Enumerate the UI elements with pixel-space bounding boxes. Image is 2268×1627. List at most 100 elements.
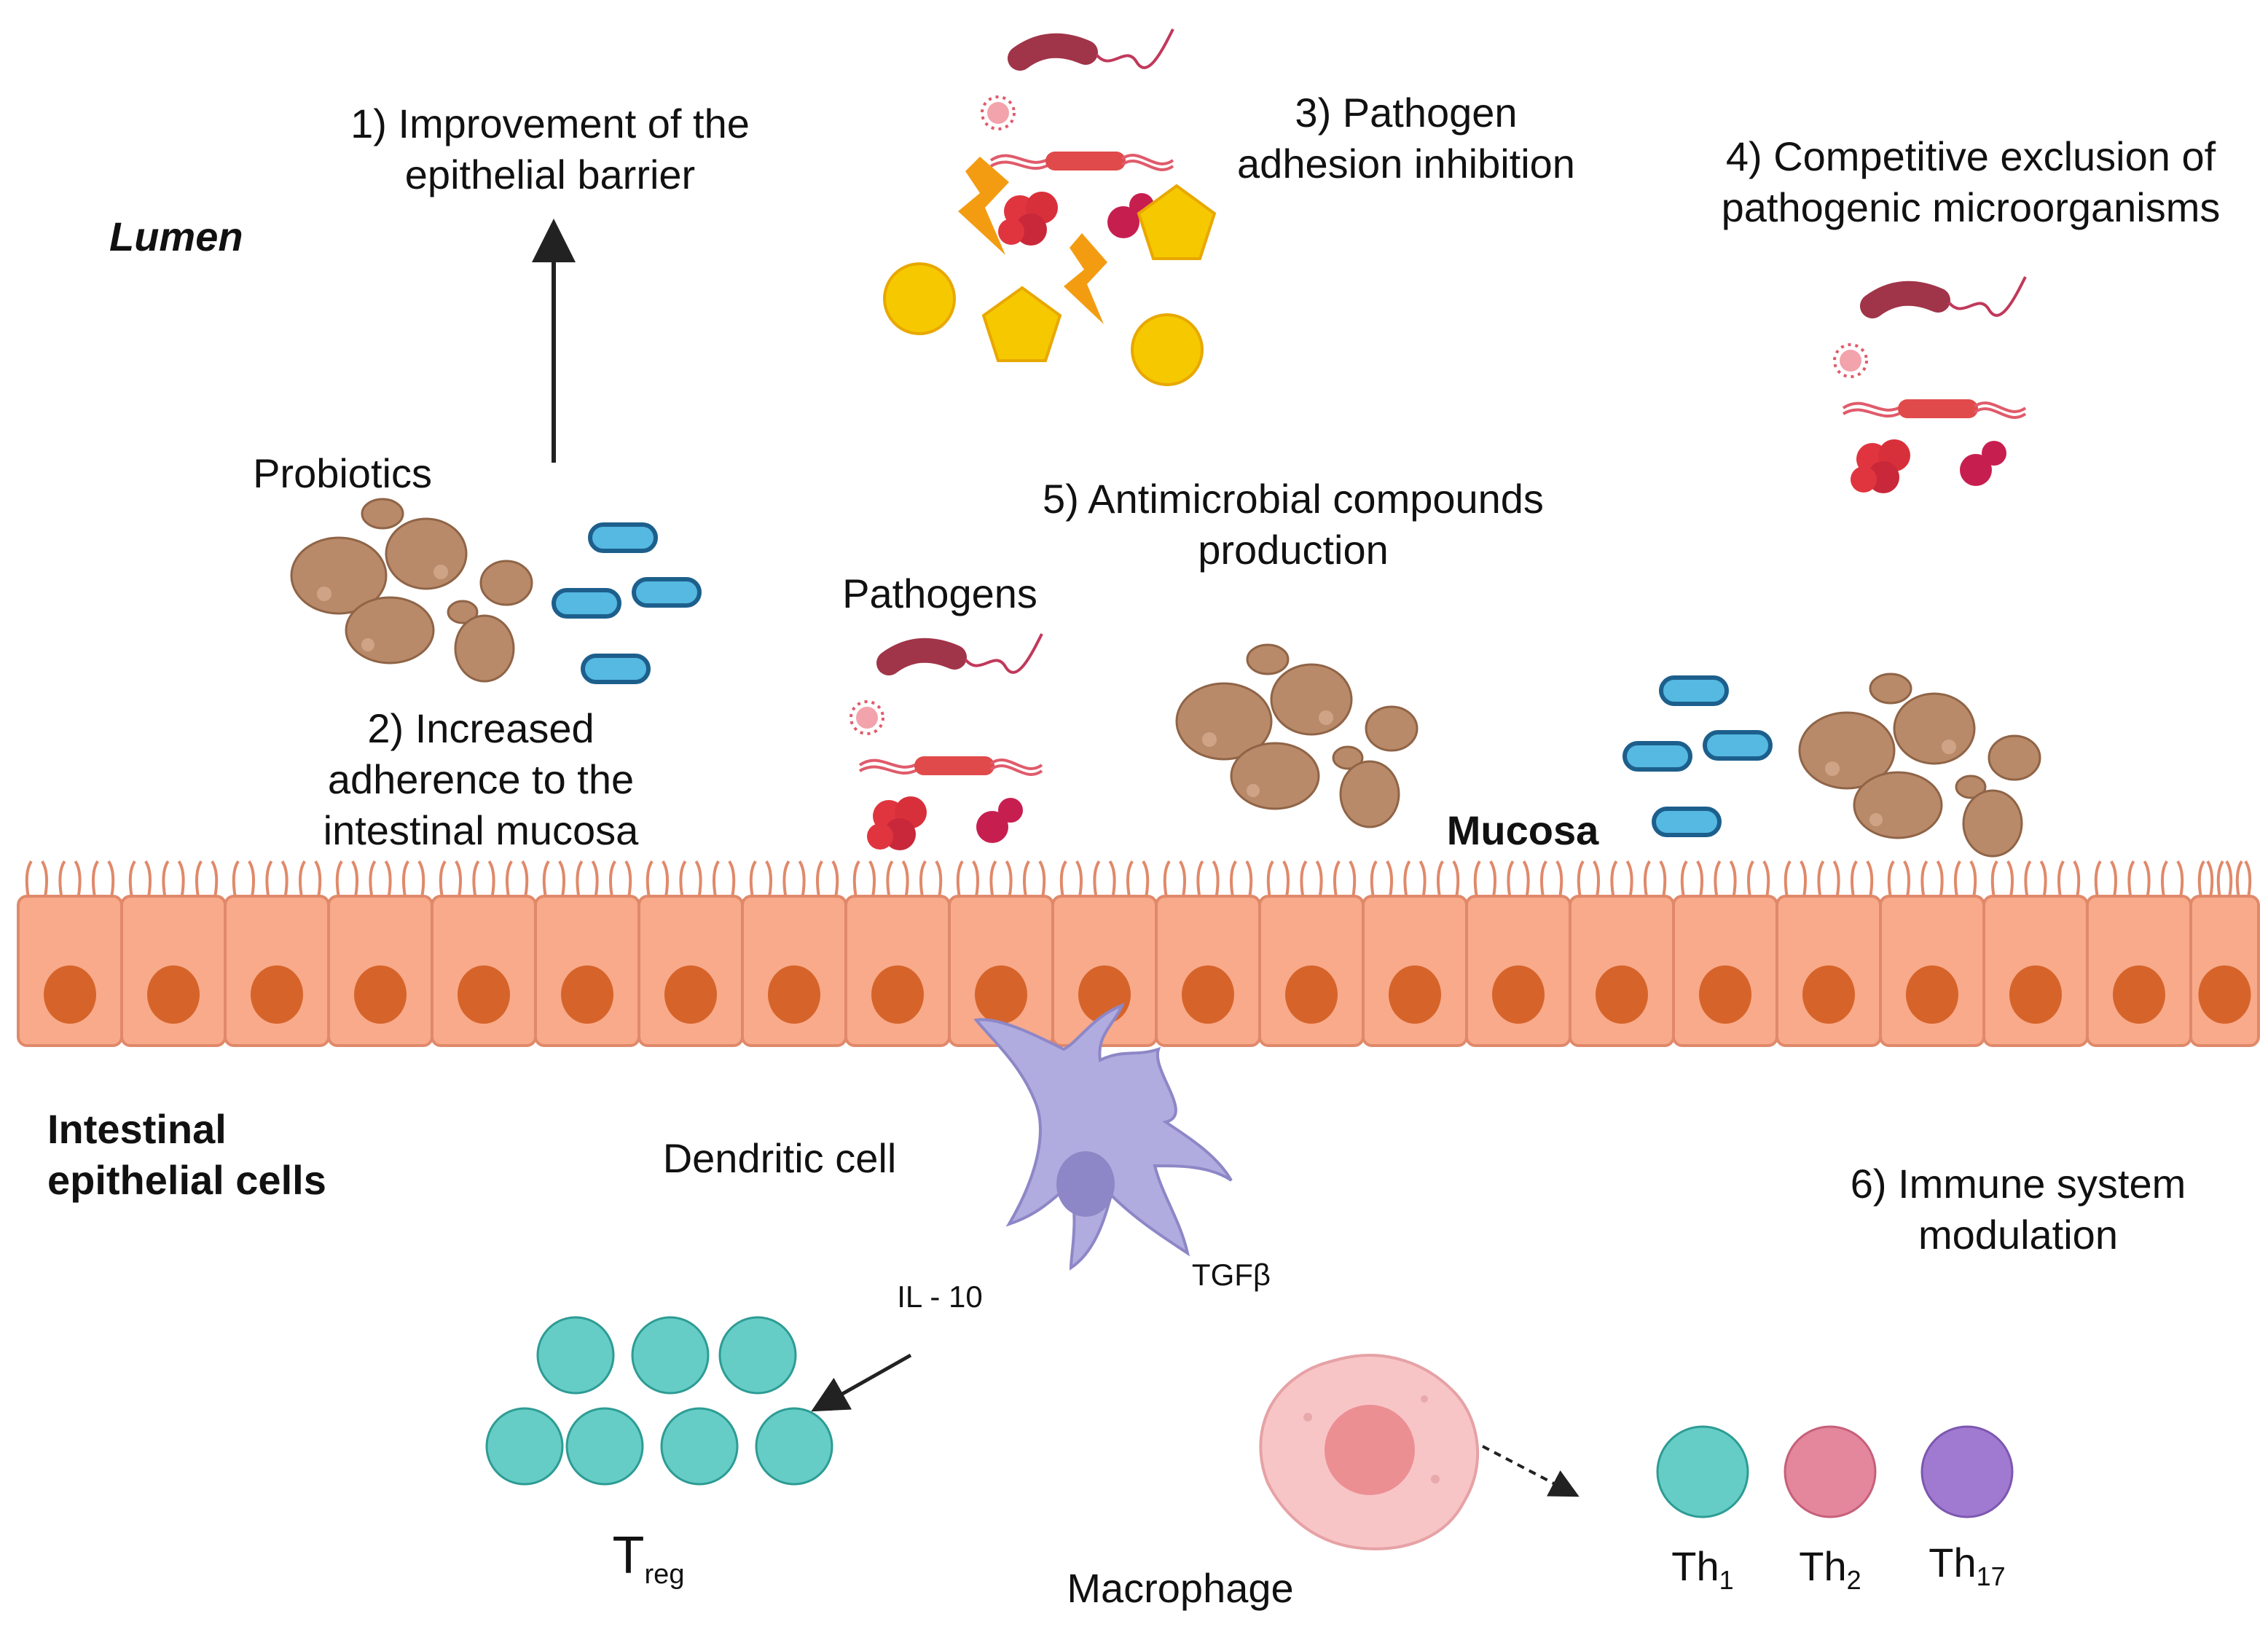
macrophage	[1259, 1354, 1480, 1550]
microvillus	[646, 860, 654, 898]
epithelial-nucleus	[2009, 965, 2062, 1024]
microvillus	[1179, 860, 1187, 898]
microvillus	[1419, 860, 1427, 898]
microvillus	[608, 860, 616, 898]
epithelial-nucleus	[2113, 965, 2165, 1024]
microvillus	[868, 860, 876, 898]
microvillus	[1762, 860, 1770, 898]
microvillus	[1403, 860, 1411, 898]
microvillus	[956, 860, 964, 898]
microvillus	[1075, 860, 1083, 898]
epithelial-nucleus	[1906, 965, 1958, 1024]
mucosa-label: Mucosa	[1446, 807, 1599, 853]
microvillus	[91, 860, 99, 898]
microvillus	[1643, 860, 1651, 898]
epithelial-nucleus	[251, 965, 303, 1024]
epithelial-cells-label: Intestinal epithelial cells	[47, 1106, 326, 1203]
th17-label: Th17	[1902, 1537, 2033, 1602]
microvillus	[1625, 860, 1633, 898]
il10-arrow	[811, 1353, 912, 1412]
microvillus	[1315, 860, 1323, 898]
microvillus	[58, 860, 66, 898]
microvillus	[1370, 860, 1378, 898]
microvillus	[1093, 860, 1101, 898]
microvillus	[1142, 860, 1150, 898]
epithelial-nucleus	[871, 965, 924, 1024]
microvillus	[1266, 860, 1274, 898]
microvillus	[749, 860, 757, 898]
microvillus	[248, 860, 256, 898]
macrophage-label: Macrophage	[1067, 1565, 1294, 1611]
microvillus	[662, 860, 670, 898]
microvillus	[232, 860, 240, 898]
microvillus	[2073, 860, 2081, 898]
treg-label: Treg	[576, 1523, 721, 1607]
microvillus	[1522, 860, 1530, 898]
epithelial-nucleus	[44, 965, 96, 1024]
microvillus	[558, 860, 566, 898]
epithelial-nucleus	[1182, 965, 1234, 1024]
epithelial-nucleus	[147, 965, 200, 1024]
mechanism-3-label: 3) Pathogen adhesion inhibition	[1237, 90, 1575, 187]
th1-label: Th1	[1644, 1541, 1761, 1606]
microvillus	[1005, 860, 1013, 898]
epithelial-nucleus	[1285, 965, 1338, 1024]
epithelial-nucleus	[561, 965, 613, 1024]
microvillus	[712, 860, 720, 898]
th1-base: Th	[1671, 1543, 1719, 1589]
microvillus	[2127, 860, 2135, 898]
microvillus	[1990, 860, 1998, 898]
microvillus	[1196, 860, 1204, 898]
microvillus	[1714, 860, 1722, 898]
microvillus	[2176, 860, 2184, 898]
microvillus	[1680, 860, 1688, 898]
epithelial-nucleus	[1389, 965, 1441, 1024]
microvillus	[782, 860, 790, 898]
microvillus	[1832, 860, 1840, 898]
treg-base: T	[612, 1526, 645, 1585]
microvillus	[576, 860, 584, 898]
th1-subscript: 1	[1719, 1565, 1734, 1595]
microvillus	[472, 860, 480, 898]
microvillus	[1212, 860, 1220, 898]
microvillus	[1038, 860, 1046, 898]
epithelial-nucleus	[664, 965, 717, 1024]
microvillus	[1108, 860, 1116, 898]
microvillus	[2057, 860, 2065, 898]
mechanism-2-label: 2) Increased adherence to the intestinal…	[323, 705, 639, 853]
microvillus	[542, 860, 550, 898]
pathogen-cluster-mucosa	[851, 634, 1042, 850]
microvillus	[2110, 860, 2118, 898]
microvillus	[455, 860, 463, 898]
microvillus	[1953, 860, 1961, 898]
probiotics-label: Probiotics	[253, 450, 432, 496]
microvillus	[591, 860, 599, 898]
epithelial-nucleus	[1802, 965, 1855, 1024]
epithelial-nucleus	[768, 965, 820, 1024]
microvillus	[335, 860, 343, 898]
microvillus	[1539, 860, 1547, 898]
microvillus	[1436, 860, 1444, 898]
microvillus	[1349, 860, 1357, 898]
microvillus	[1163, 860, 1171, 898]
microvillus	[1473, 860, 1481, 898]
microvillus	[815, 860, 823, 898]
th2-cell	[1784, 1425, 1877, 1518]
microvillus	[1800, 860, 1808, 898]
microvillus	[1659, 860, 1667, 898]
microvillus	[107, 860, 115, 898]
epithelial-nucleus	[1596, 965, 1648, 1024]
microvillus	[2225, 860, 2233, 898]
microvillus	[1282, 860, 1290, 898]
microvillus	[2006, 860, 2014, 898]
microvillus	[2197, 860, 2205, 898]
microvillus	[144, 860, 152, 898]
microvillus	[935, 860, 943, 898]
probiotic-mixed-mucosa-cluster	[1625, 673, 2041, 858]
microvillus	[384, 860, 392, 898]
intestinal-epithelium	[17, 860, 2260, 1047]
microvillus	[852, 860, 860, 898]
microvillus	[1729, 860, 1737, 898]
mechanism-5-label: 5) Antimicrobial compounds production	[1043, 476, 1544, 573]
microvillus	[1245, 860, 1253, 898]
